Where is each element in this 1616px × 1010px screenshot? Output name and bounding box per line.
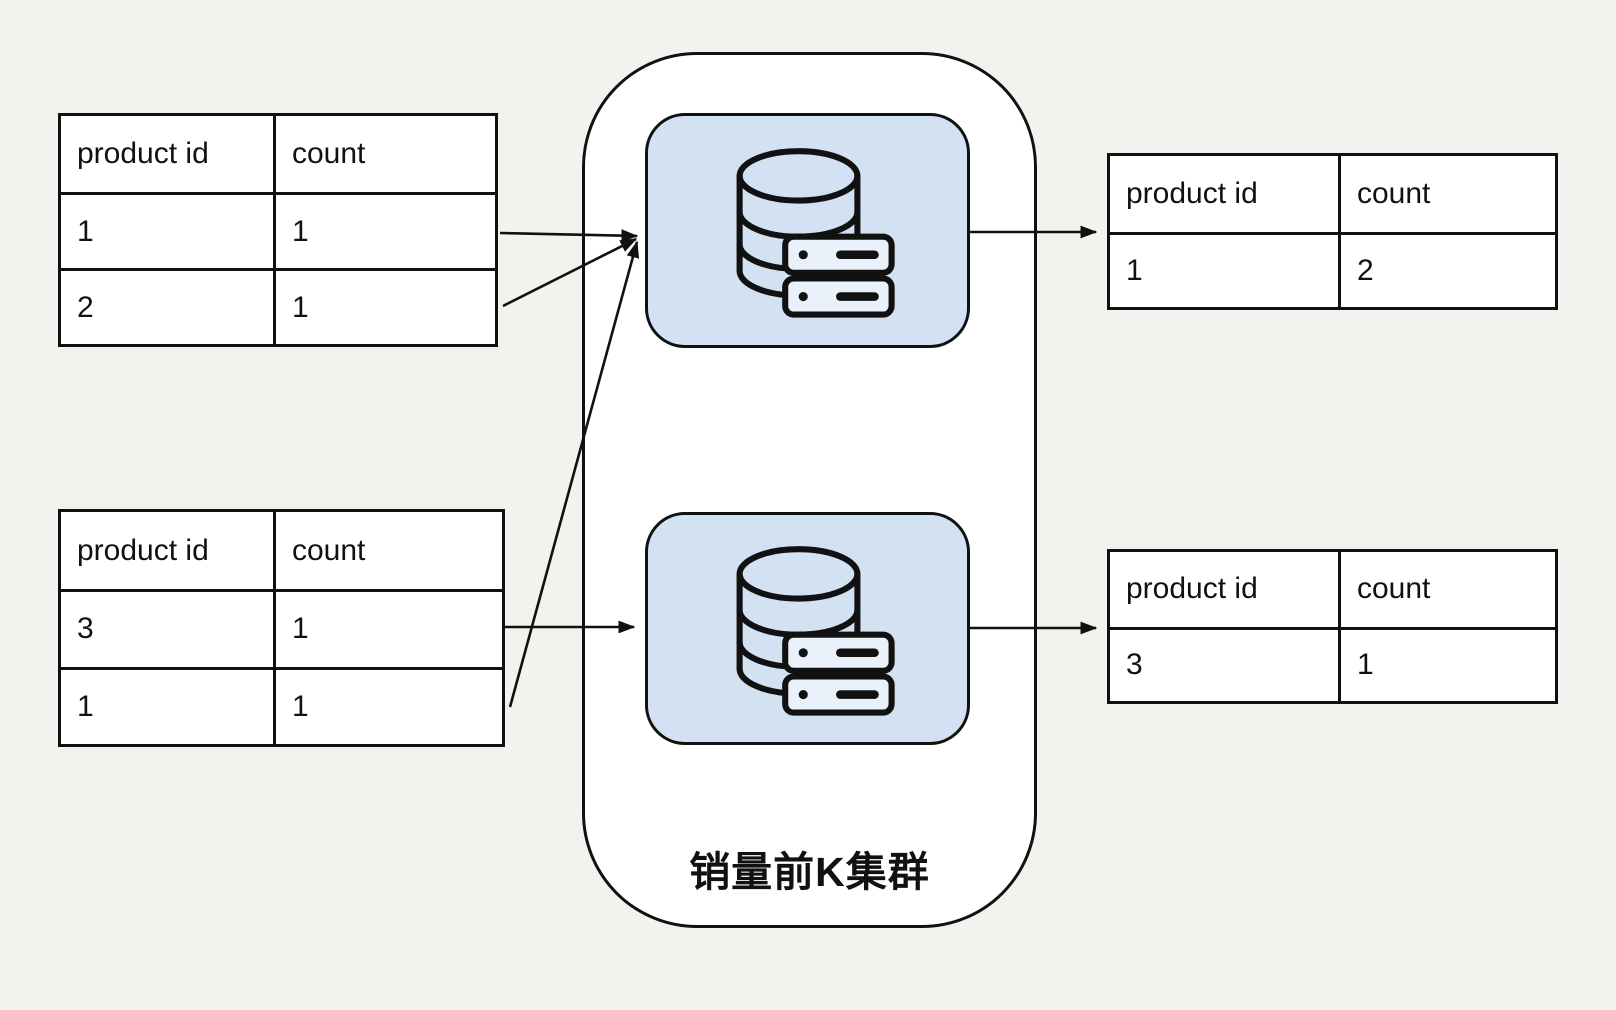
table-cell: 1 <box>273 268 495 344</box>
db-node-top <box>645 113 970 348</box>
table-cell: 1 <box>273 666 502 744</box>
column-header: count <box>273 512 502 590</box>
table-cell: 1 <box>61 666 273 744</box>
column-header: product id <box>77 533 209 567</box>
input-table-bottom: product id count 3 1 1 1 <box>58 509 505 747</box>
table-cell: 2 <box>1338 231 1555 307</box>
database-icon <box>736 147 895 318</box>
table-cell: 1 <box>273 192 495 268</box>
output-table-bottom: product id count 3 1 <box>1107 549 1558 704</box>
output-table-top: product id count 1 2 <box>1107 153 1558 310</box>
table-cell: 1 <box>1110 231 1338 308</box>
table-cell: 1 <box>273 589 502 667</box>
column-header: product id <box>1126 572 1258 606</box>
server-rack-icon <box>781 631 895 716</box>
cluster-label: 销量前K集群 <box>689 849 930 895</box>
column-header: count <box>1338 156 1555 232</box>
server-rack-icon <box>781 233 895 318</box>
table-cell: 1 <box>1338 626 1555 701</box>
column-header: count <box>273 116 495 192</box>
table-cell: 1 <box>61 192 273 268</box>
db-node-bottom <box>645 512 970 745</box>
column-header: product id <box>77 137 209 170</box>
input-table-top: product id count 1 1 2 1 <box>58 113 498 347</box>
table-cell: 2 <box>61 268 273 344</box>
table-cell: 3 <box>1110 626 1338 702</box>
table-cell: 3 <box>61 589 273 666</box>
column-header: product id <box>1126 176 1258 210</box>
column-header: count <box>1338 552 1555 627</box>
database-icon <box>736 545 895 716</box>
